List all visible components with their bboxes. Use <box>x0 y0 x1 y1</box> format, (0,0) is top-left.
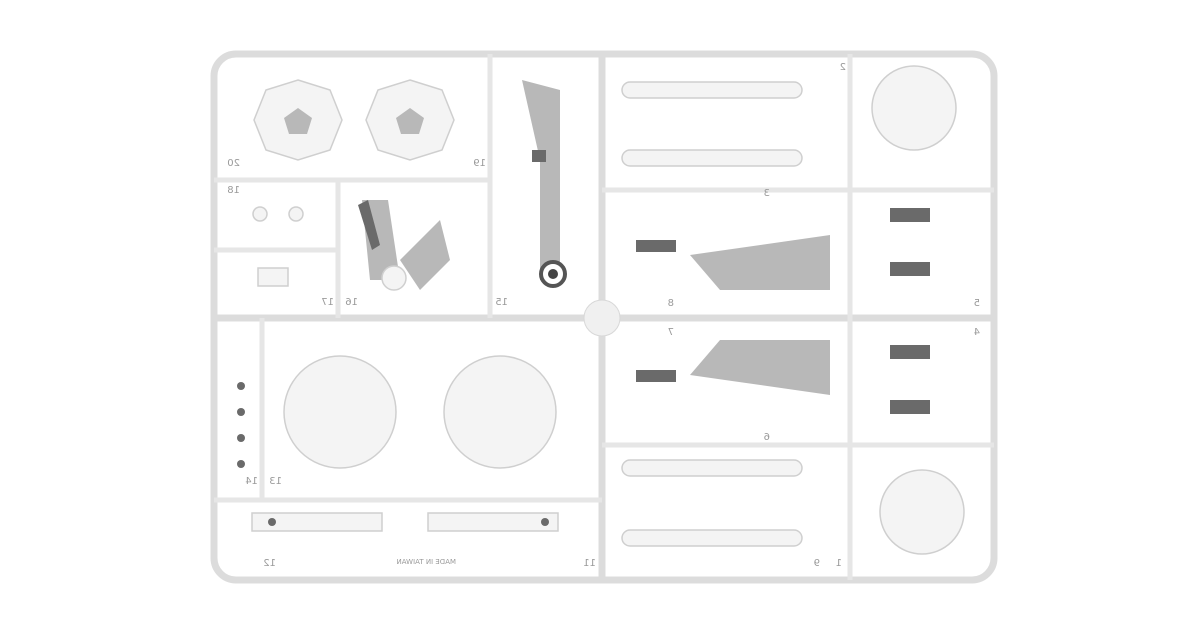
part-16 <box>358 200 450 291</box>
label-6: 6 <box>764 432 770 443</box>
part-disc-1 <box>879 469 965 555</box>
part-bracket-7 <box>636 340 830 395</box>
label-11: 11 <box>583 558 596 569</box>
label-2: 2 <box>840 62 846 73</box>
part-ball-20 <box>253 79 343 161</box>
part-link <box>621 459 803 547</box>
label-4: 4 <box>974 327 980 338</box>
label-16: 16 <box>345 297 358 308</box>
part-15 <box>522 80 567 288</box>
part-clip <box>288 206 304 222</box>
part-clip <box>252 206 268 222</box>
label-15: 15 <box>495 297 508 308</box>
label-12: 12 <box>263 558 276 569</box>
part-bar-11 <box>427 512 559 532</box>
part-bar-13 <box>251 512 383 532</box>
made-in-taiwan-imprint: MADE IN TAIWAN <box>396 558 456 566</box>
part-connectors <box>890 208 930 414</box>
part-17 <box>257 267 289 287</box>
label-8: 8 <box>668 298 674 309</box>
label-1: 1 <box>836 558 842 569</box>
part-link <box>621 81 803 167</box>
label-9: 9 <box>814 558 820 569</box>
sprue-gate <box>583 299 621 337</box>
part-ball-19 <box>365 79 455 161</box>
label-17: 17 <box>321 297 334 308</box>
label-5: 5 <box>974 298 980 309</box>
label-14: 14 <box>245 476 258 487</box>
label-20: 20 <box>227 158 240 169</box>
part-dome-13 <box>283 355 397 469</box>
part-dome-12 <box>443 355 557 469</box>
label-19: 19 <box>473 158 486 169</box>
part-bracket-8 <box>636 235 830 290</box>
label-18: 18 <box>227 185 240 196</box>
label-13: 13 <box>269 476 282 487</box>
part-14-pegs <box>237 382 245 468</box>
label-7: 7 <box>668 327 674 338</box>
part-disc-2 <box>871 65 957 151</box>
label-3: 3 <box>764 188 770 199</box>
